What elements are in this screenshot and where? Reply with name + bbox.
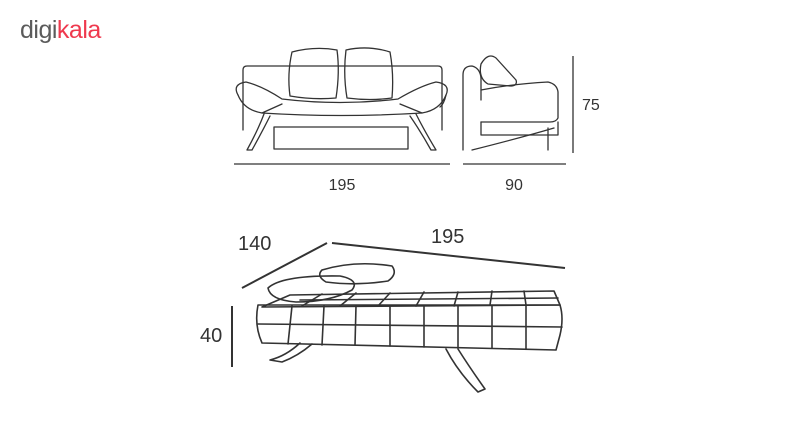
side-cushion xyxy=(479,55,518,87)
side-legs xyxy=(471,127,555,151)
front-cushion-left xyxy=(288,47,339,100)
logo-text-kala: kala xyxy=(56,16,101,44)
side-backrest xyxy=(462,65,482,151)
front-backrest xyxy=(242,65,443,131)
bed-length-line xyxy=(331,242,566,269)
front-storage-box xyxy=(273,126,409,150)
bed-mattress-front xyxy=(255,304,563,351)
front-seat-front xyxy=(261,112,423,117)
front-cushion-right xyxy=(344,47,394,101)
bed-leg-left xyxy=(269,342,313,363)
digikala-logo: digikala xyxy=(20,18,101,43)
bed-leg-right xyxy=(445,348,486,393)
sofa-side-view xyxy=(462,55,559,151)
bed-grid-lines xyxy=(257,290,563,350)
sofa-front-view xyxy=(235,47,448,151)
front-leg-right xyxy=(409,113,437,151)
label-side-depth: 90 xyxy=(505,177,523,194)
label-front-width: 195 xyxy=(329,177,356,194)
front-leg-left xyxy=(246,113,271,151)
sofa-bed-view xyxy=(255,262,563,393)
label-bed-height: 40 xyxy=(200,325,222,347)
label-bed-depth: 140 xyxy=(238,233,271,255)
bed-pillow-back xyxy=(318,262,396,285)
front-seat-top xyxy=(235,81,448,108)
logo-text-digi: digi xyxy=(20,16,57,44)
label-side-height: 75 xyxy=(582,97,600,114)
bed-pillow-front xyxy=(267,275,356,303)
side-seat xyxy=(480,121,559,136)
side-arm xyxy=(480,81,559,123)
bed-length-dimension xyxy=(331,242,566,269)
label-bed-length: 195 xyxy=(431,226,464,248)
front-seat-arc-left xyxy=(237,94,283,114)
bed-depth-dimension xyxy=(241,242,328,289)
bed-depth-line xyxy=(241,242,328,289)
front-seat-arc-right xyxy=(399,94,447,114)
